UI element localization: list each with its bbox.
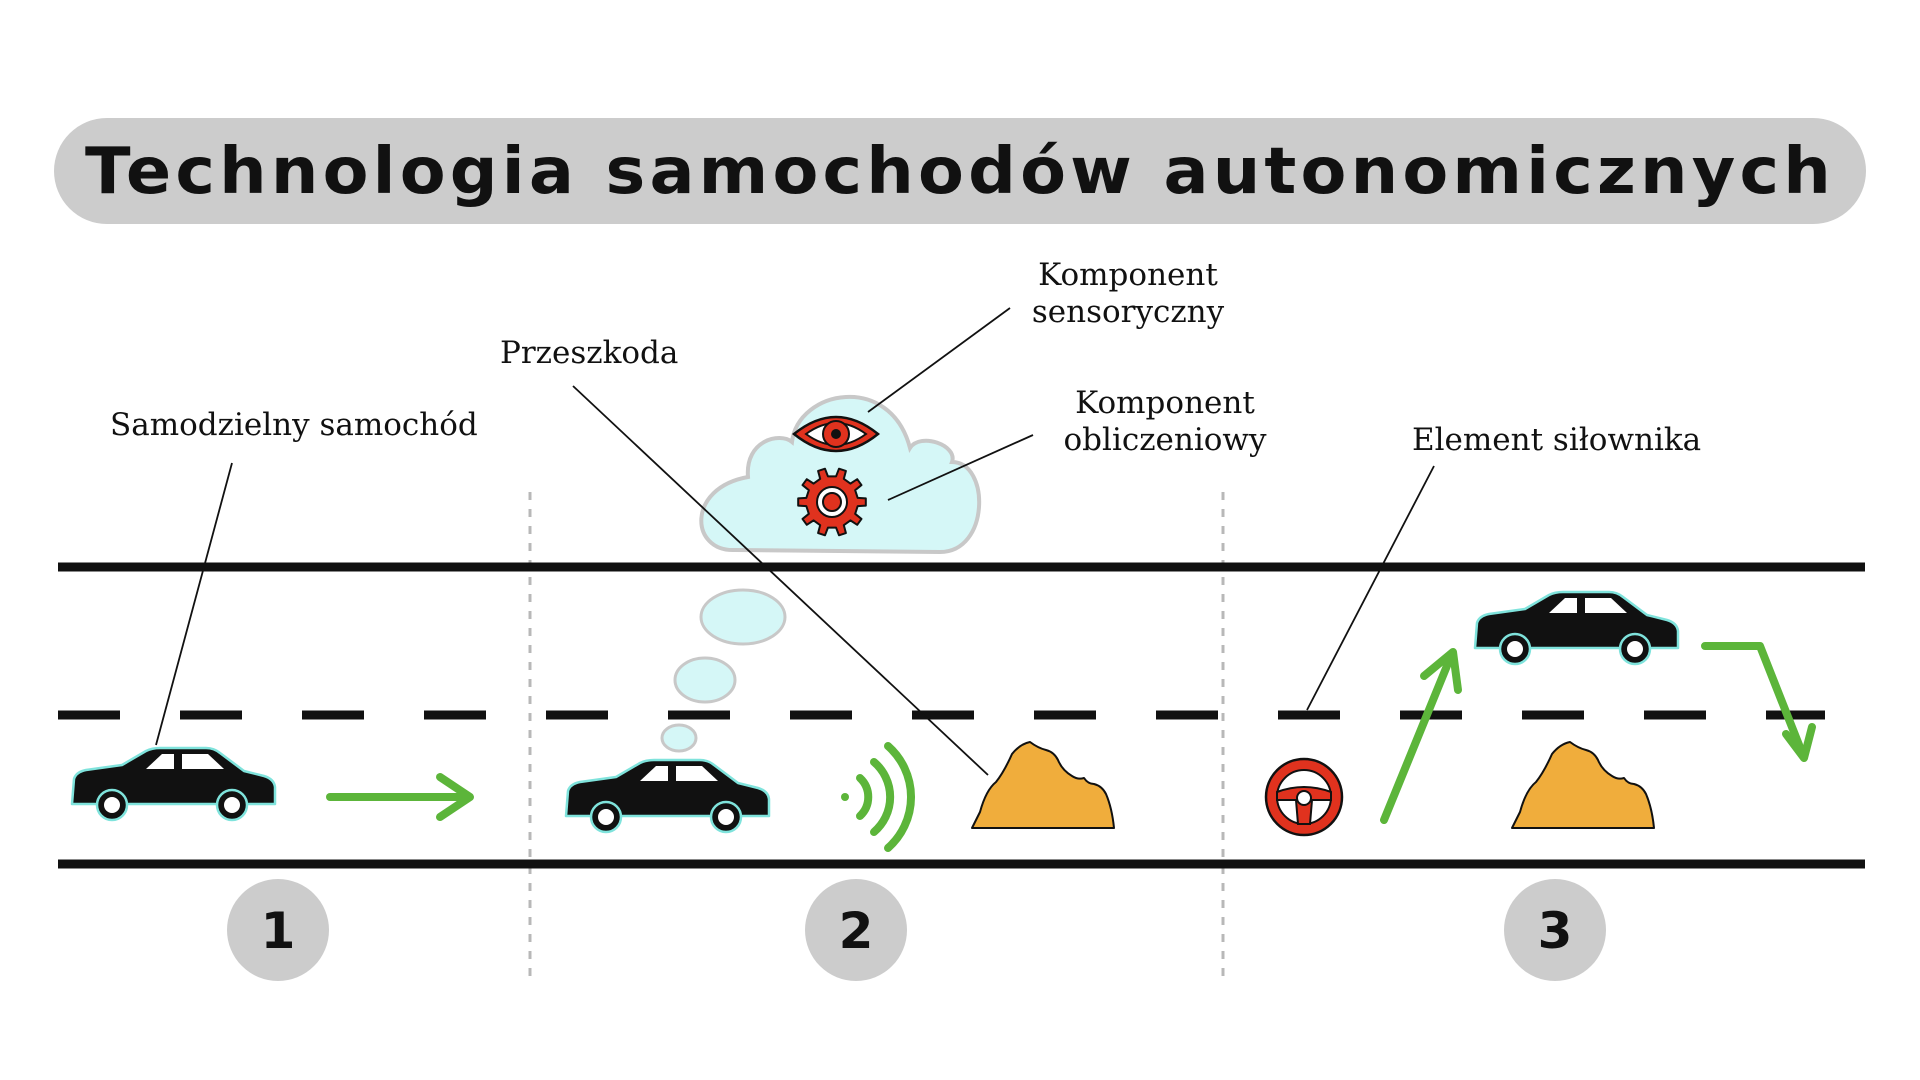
label-car: Samodzielny samochód	[110, 407, 478, 443]
title-banner: Technologia samochodów autonomicznych	[54, 118, 1866, 224]
step-badge-2: 2	[805, 879, 907, 981]
step-badge-3: 3	[1504, 879, 1606, 981]
car-icon	[1473, 590, 1680, 666]
step-badge-1: 1	[227, 879, 329, 981]
label-sensor-line2: sensoryczny	[1032, 294, 1225, 330]
step-number: 1	[261, 902, 296, 960]
signal-waves-icon	[841, 742, 915, 852]
step-number: 2	[839, 902, 874, 960]
leader-car	[155, 462, 233, 746]
label-compute-line2: obliczeniowy	[1064, 422, 1267, 458]
rock-pile-icon	[1511, 741, 1655, 829]
thought-bubble-small	[660, 723, 698, 753]
car-icon	[564, 758, 771, 834]
thought-bubble-medium	[673, 656, 737, 704]
car-icon	[70, 746, 277, 822]
steering-wheel-icon	[1264, 757, 1344, 837]
label-compute-line1: Komponent	[1075, 385, 1255, 421]
page-title: Technologia samochodów autonomicznych	[85, 135, 1835, 209]
leader-compute	[887, 434, 1034, 501]
arrow-icon	[1701, 642, 1816, 762]
road	[58, 562, 1865, 869]
leader-actuator	[1306, 465, 1435, 711]
gear-icon	[797, 467, 867, 537]
label-sensor-line1: Komponent	[1038, 257, 1218, 293]
title-background	[54, 118, 1866, 224]
step-number: 3	[1538, 902, 1573, 960]
thought-cloud-icon	[660, 394, 981, 753]
arrow-icon	[1380, 648, 1462, 824]
rock-pile-icon	[971, 741, 1115, 829]
leader-sensor	[867, 307, 1011, 413]
label-obstacle: Przeszkoda	[500, 335, 678, 371]
eye-icon	[792, 415, 880, 453]
thought-bubble-large	[699, 588, 787, 646]
arrow-icon	[326, 773, 474, 821]
label-actuator: Element siłownika	[1412, 422, 1701, 458]
leader-obstacle	[572, 385, 989, 776]
